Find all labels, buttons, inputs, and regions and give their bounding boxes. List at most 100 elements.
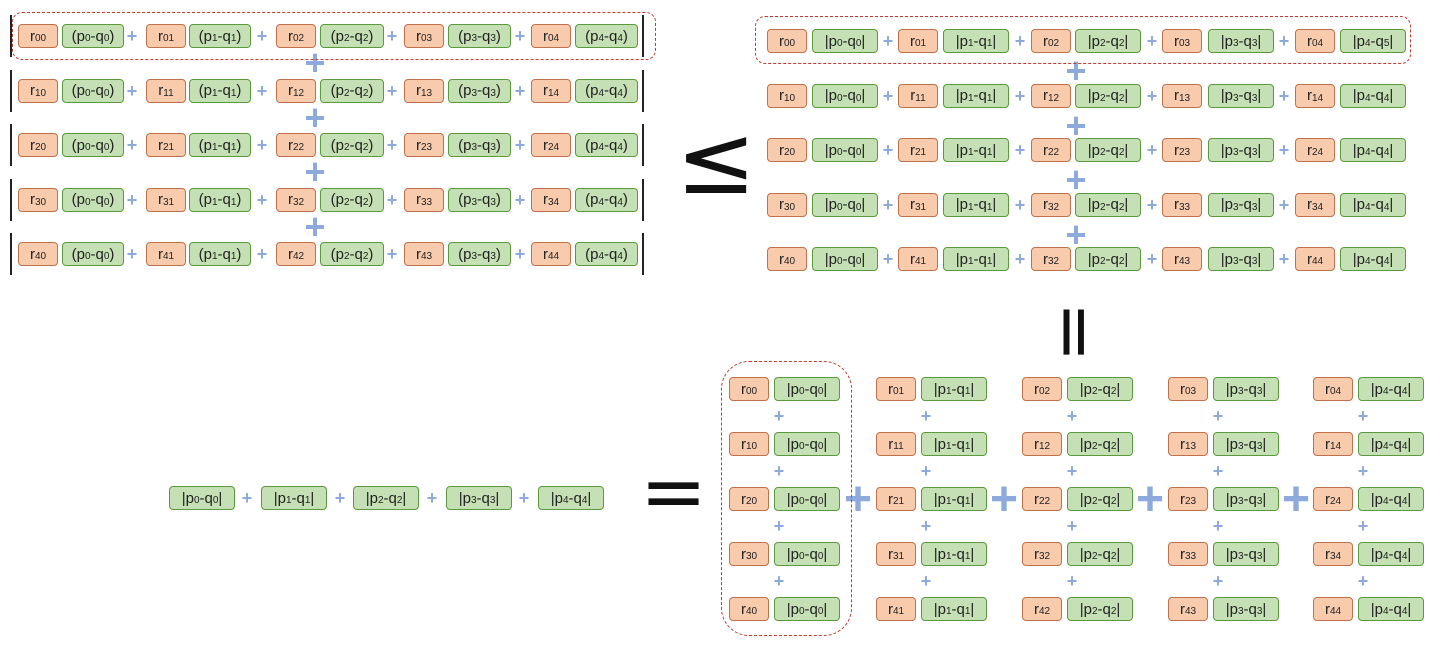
result-plus-3: + bbox=[518, 488, 530, 508]
left-abs-bar-left-3 bbox=[10, 178, 12, 221]
right-row-plus-2: + bbox=[1065, 159, 1087, 200]
group-plus-12: + bbox=[920, 516, 932, 536]
right-plus-20: + bbox=[882, 140, 894, 160]
right-row-plus-3: + bbox=[1065, 213, 1087, 255]
left-plus-30: + bbox=[126, 189, 138, 210]
group-big-plus-2: + bbox=[1135, 473, 1165, 526]
right-row-plus-1: + bbox=[1065, 104, 1087, 146]
right-plus-02: + bbox=[1146, 31, 1158, 51]
result-plus-1: + bbox=[334, 488, 346, 508]
right-plus-11: + bbox=[1014, 85, 1026, 106]
right-plus-32: + bbox=[1146, 194, 1158, 215]
right-plus-00: + bbox=[882, 31, 894, 51]
left-abs-bar-right-2 bbox=[642, 124, 644, 166]
group-plus-10: + bbox=[920, 406, 932, 426]
right-plus-40: + bbox=[882, 249, 894, 269]
left-row-plus-3: + bbox=[304, 205, 326, 247]
right-plus-30: + bbox=[882, 194, 894, 215]
right-plus-10: + bbox=[882, 85, 894, 106]
left-plus-21: + bbox=[256, 135, 268, 155]
right-plus-43: + bbox=[1278, 249, 1290, 269]
group-big-plus-3: + bbox=[1281, 473, 1311, 526]
left-plus-41: + bbox=[256, 244, 268, 264]
group-plus-42: + bbox=[1357, 516, 1369, 536]
left-plus-13: + bbox=[514, 80, 526, 101]
left-plus-32: + bbox=[386, 189, 398, 210]
group-plus-40: + bbox=[1357, 406, 1369, 426]
left-plus-12: + bbox=[386, 80, 398, 101]
left-row-plus-2: + bbox=[304, 151, 326, 192]
